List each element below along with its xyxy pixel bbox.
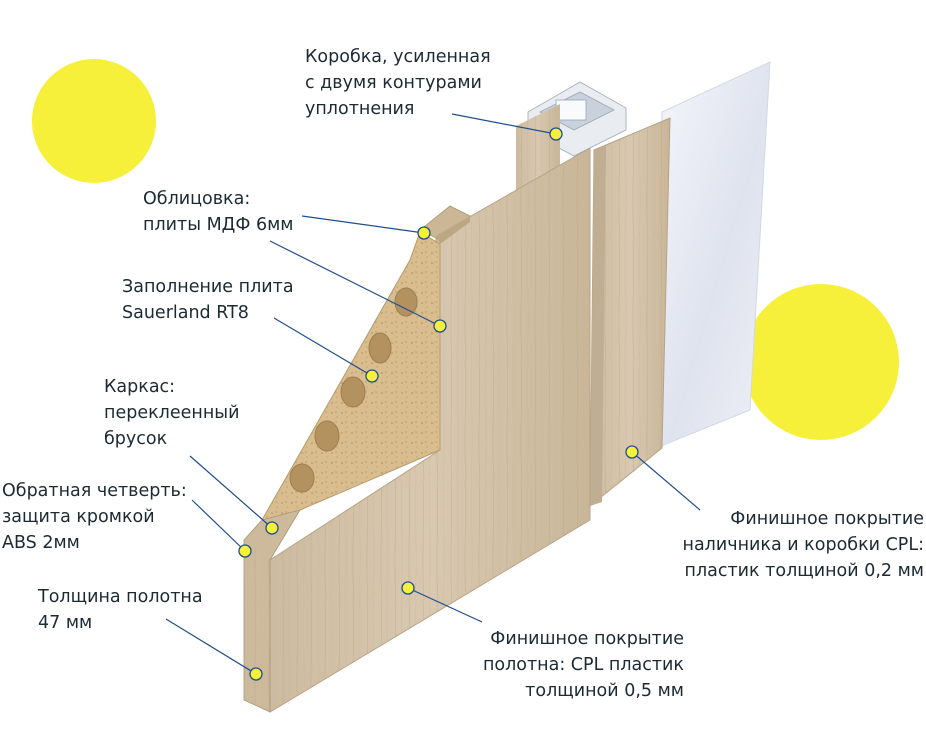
marker-facing — [417, 226, 431, 240]
label-trim-finish: Финишное покрытие наличника и коробки CP… — [683, 506, 924, 584]
marker-leaf-finish — [401, 581, 415, 595]
label-thickness-line-1: Толщина полотна — [38, 587, 203, 607]
label-leaf-finish-line-2: полотна: CPL пластик — [482, 655, 684, 675]
label-trim-finish-line-1: Финишное покрытие — [730, 509, 924, 529]
label-carcass-line-1: Каркас: — [104, 377, 176, 397]
yellow-circle-left — [32, 59, 156, 183]
label-carcass-line-3: брусок — [104, 429, 168, 449]
marker-frame-box — [549, 127, 563, 141]
label-filling-line-2: Sauerland RT8 — [122, 303, 249, 323]
label-rebate-line-1: Обратная четверть: — [2, 481, 187, 501]
marker-carcass — [365, 369, 379, 383]
label-carcass-line-2: переклеенный — [104, 403, 240, 423]
marker-trim-finish — [625, 445, 639, 459]
marker-rebate-2 — [238, 544, 252, 558]
label-facing-line-1: Облицовка: — [143, 189, 251, 209]
label-frame-box-line-3: уплотнения — [305, 99, 415, 119]
label-thickness-line-2: 47 мм — [38, 613, 93, 633]
label-carcass: Каркас: переклеенный брусок — [104, 374, 239, 452]
label-frame-box-line-2: с двумя контурами — [305, 73, 482, 93]
yellow-circle-right — [743, 284, 899, 440]
marker-dots — [238, 127, 639, 681]
label-frame-box-line-1: Коробка, усиленная — [305, 47, 491, 67]
label-leaf-finish-line-3: толщиной 0,5 мм — [525, 681, 684, 701]
marker-filling — [433, 319, 447, 333]
filling-holes — [289, 287, 418, 493]
marker-rebate-1 — [265, 521, 279, 535]
label-thickness: Толщина полотна 47 мм — [38, 584, 203, 636]
label-facing-line-2: плиты МДФ 6мм — [143, 215, 294, 235]
leader-lines — [165, 113, 701, 675]
label-frame-box: Коробка, усиленная с двумя контурами упл… — [305, 44, 491, 122]
label-rebate: Обратная четверть: защита кромкой ABS 2м… — [2, 478, 187, 556]
label-filling: Заполнение плита Sauerland RT8 — [122, 274, 294, 326]
marker-thickness — [249, 667, 263, 681]
label-facing: Облицовка: плиты МДФ 6мм — [143, 186, 294, 238]
label-trim-finish-line-3: пластик толщиной 0,2 мм — [684, 561, 925, 581]
label-filling-line-1: Заполнение плита — [122, 277, 294, 297]
label-rebate-line-3: ABS 2мм — [2, 533, 80, 553]
label-leaf-finish: Финишное покрытие полотна: CPL пластик т… — [483, 626, 684, 704]
label-trim-finish-line-2: наличника и коробки CPL: — [682, 535, 924, 555]
label-rebate-line-2: защита кромкой — [2, 507, 155, 527]
label-leaf-finish-line-1: Финишное покрытие — [490, 629, 684, 649]
